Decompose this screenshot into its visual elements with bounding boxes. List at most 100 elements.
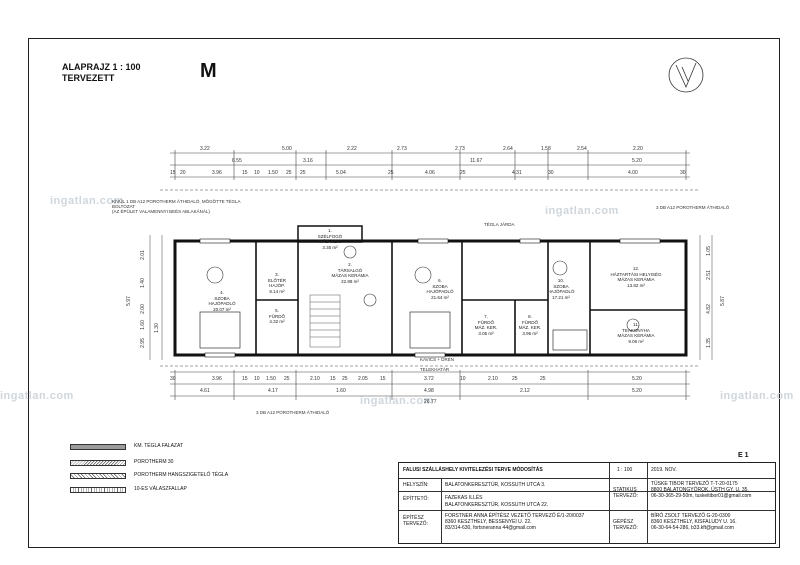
mechanical-designer: BÍRÓ ZSOLT TERVEZŐ G-20-0300 8360 KESZTH… [651, 513, 737, 531]
dimension-label: 4.98 [424, 388, 434, 394]
dimension-label: 15 [380, 376, 386, 382]
dimension-label: 10 [254, 170, 260, 176]
dimension-label: 3.96 [212, 376, 222, 382]
dimension-label: 4.17 [268, 388, 278, 394]
dimension-label: 5.04 [336, 170, 346, 176]
dimension-label: 2.10 [488, 376, 498, 382]
watermark: ingatlan.com [360, 395, 434, 407]
drawing-letter: M [200, 60, 217, 82]
dimension-label: 26.77 [424, 399, 437, 405]
dimension-label: 2.54 [577, 146, 587, 152]
watermark: ingatlan.com [720, 390, 794, 402]
legend-swatch [70, 444, 126, 450]
legend-swatch [70, 487, 126, 493]
dimension-label: 25 [342, 376, 348, 382]
architect-label: ÉPÍTÉSZ TERVEZŐ: [403, 515, 428, 527]
dimension-label: 1.05 [705, 246, 712, 256]
builder-label: ÉPÍTTETŐ: [403, 496, 429, 502]
legend-label: 10-ES VÁLASZFALLAP [134, 486, 187, 492]
dimension-label: 6.55 [232, 158, 242, 164]
title-block: FALUSI SZÁLLÁSHELY KIVITELEZÉSI TERVE MÓ… [398, 462, 776, 544]
dimension-label: 30 [680, 170, 686, 176]
dimension-label: 4.06 [425, 170, 435, 176]
dimension-label: 2.10 [310, 376, 320, 382]
drawing-title-line2: TERVEZETT [62, 73, 115, 83]
dimension-label: 25 [388, 170, 394, 176]
dimension-label: 2.01 [139, 250, 146, 260]
dimension-label: 3.72 [424, 376, 434, 382]
drawing-sheet-border [28, 38, 780, 548]
legend-swatch [70, 473, 126, 479]
watermark: ingatlan.com [50, 195, 124, 207]
dimension-label: 2.05 [358, 376, 368, 382]
dimension-label: 1.60 [139, 320, 146, 330]
dimension-label: 30 [170, 376, 176, 382]
dimension-label: 2.51 [705, 270, 712, 280]
dimension-label: 25 [512, 376, 518, 382]
dimension-label: 30 [548, 170, 554, 176]
dimension-label: 10 [254, 376, 260, 382]
static-designer: TÜSKE TIBOR TERVEZŐ T-T-20-0175 8800 BAL… [651, 481, 752, 499]
mechanical-label: GÉPÉSZ TERVEZŐ: [613, 519, 638, 531]
dimension-label: 1.50 [268, 170, 278, 176]
dimension-label: 3.96 [212, 170, 222, 176]
note-lintel-bottom: 3 DB A12 POROTHERM ÁTHIDALÓ [256, 410, 330, 415]
architect-designer: FORSTNER ANNA ÉPÍTÉSZ VEZETŐ TERVEZŐ É/1… [445, 513, 585, 531]
project-title: FALUSI SZÁLLÁSHELY KIVITELEZÉSI TERVE MÓ… [403, 467, 543, 473]
note-lintel-right: 3 DB A12 POROTHERM ÁTHIDALÓ [656, 205, 730, 210]
dimension-label: 15 [330, 376, 336, 382]
dimension-label: 20 [180, 170, 186, 176]
watermark: ingatlan.com [545, 205, 619, 217]
architect-logo-icon [668, 57, 704, 93]
dimension-label: 2.00 [139, 304, 146, 314]
dimension-label: 25 [286, 170, 292, 176]
sheet-id: E 1 [738, 452, 749, 459]
dimension-label: 15 [242, 376, 248, 382]
dimension-label: 4.00 [628, 170, 638, 176]
legend-label: KM. TÉGLA FALAZAT [134, 443, 183, 449]
scale: 1 : 100 [617, 467, 633, 473]
legend-label: POROTHERM HANGSZIGETELŐ TÉGLA [134, 472, 229, 478]
dimension-label: 1.50 [266, 376, 276, 382]
dimension-label: 5.20 [632, 376, 642, 382]
dimension-label: 1.60 [336, 388, 346, 394]
location-value: BALATONKERESZTÚR, KOSSUTH UTCA 3. [445, 482, 546, 488]
dimension-label: 2.95 [139, 338, 146, 348]
dimension-label: 1.40 [139, 278, 146, 288]
dimension-label: 25 [284, 376, 290, 382]
dimension-label: 3.22 [200, 146, 210, 152]
dimension-label: 25 [540, 376, 546, 382]
dimension-label: 15 [242, 170, 248, 176]
dimension-label: 2.64 [503, 146, 513, 152]
builder-address: BALATONKERESZTÚR, KOSSUTH UTCA 22. [445, 502, 549, 508]
dimension-label: 2.73 [397, 146, 407, 152]
dimension-label: 4.82 [705, 304, 712, 314]
note-property-line: TELEKHATÁR [420, 367, 450, 372]
note-gravel: KAVICS + DRÉN [420, 357, 455, 362]
dimension-label: 2.20 [633, 146, 643, 152]
dimension-label: 3.16 [303, 158, 313, 164]
dimension-label: 2.73 [455, 146, 465, 152]
drawing-title: ALAPRAJZ 1 : 100 TERVEZETT [62, 62, 141, 84]
note-brick-sidewalk: TÉGLA JÁRDA [484, 222, 515, 227]
dimension-label: 5.00 [282, 146, 292, 152]
dimension-label: 11.67 [470, 158, 483, 164]
dimension-label: 4.61 [200, 388, 210, 394]
dimension-label: 4.31 [512, 170, 522, 176]
drawing-title-line1: ALAPRAJZ 1 : 100 [62, 62, 141, 72]
dimension-label: 5.20 [632, 158, 642, 164]
dimension-label: 25 [460, 170, 466, 176]
dimension-label: 5.20 [632, 388, 642, 394]
date: 2019. NOV. [651, 467, 677, 473]
dimension-label: 5.87 [719, 296, 726, 306]
